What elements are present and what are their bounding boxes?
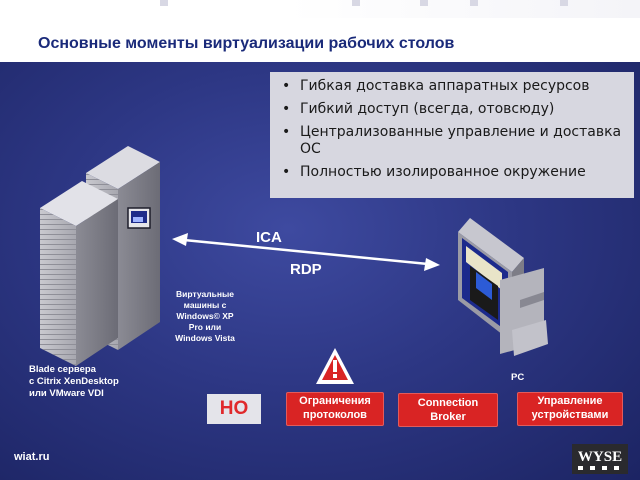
button-label-line: Ограничения — [299, 395, 371, 407]
slide-title: Основные моменты виртуализации рабочих с… — [38, 35, 455, 52]
bullet-list-box: Гибкая доставка аппаратных ресурсов Гибк… — [270, 72, 634, 198]
blade-label-line: Blade сервера — [29, 364, 96, 375]
button-label-line: Управление — [537, 395, 603, 407]
blade-label-line: с Citrix XenDesktop — [29, 376, 119, 387]
double-arrow-icon — [172, 233, 440, 271]
bullet-item: Полностью изолированное окружение — [282, 164, 626, 181]
bullet-item: Гибкий доступ (всегда, отовсюду) — [282, 101, 626, 118]
button-label-line: Broker — [430, 411, 466, 423]
button-label-line: устройствами — [531, 409, 609, 421]
wyse-logo: WYSE — [572, 444, 628, 474]
no-label: НО — [207, 394, 261, 424]
blade-label-line: или VMware VDI — [29, 388, 104, 399]
vm-label-line: машины с — [183, 300, 227, 310]
bullet-list: Гибкая доставка аппаратных ресурсов Гибк… — [270, 72, 634, 181]
vm-label: Виртуальные машины с Windows© XP Pro или… — [160, 289, 250, 344]
header-decoration — [0, 0, 640, 18]
vm-label-line: Windows Vista — [175, 333, 235, 343]
protocol-limits-button[interactable]: Ограничения протоколов — [286, 392, 384, 426]
blade-server-label: Blade сервера с Citrix XenDesktop или VM… — [29, 364, 119, 400]
bullet-item: Гибкая доставка аппаратных ресурсов — [282, 78, 626, 95]
vm-monitor-icon — [127, 207, 151, 229]
server-rack-icon — [40, 181, 118, 366]
bullet-item: Централизованные управление и доставка О… — [282, 124, 626, 158]
footer-url[interactable]: wiat.ru — [14, 451, 50, 463]
connection-broker-button[interactable]: Connection Broker — [398, 393, 498, 427]
pc-label: PC — [511, 372, 525, 383]
svg-text:WYSE: WYSE — [578, 449, 622, 465]
vm-label-line: Pro или — [188, 322, 222, 332]
rdp-label: RDP — [290, 261, 322, 278]
button-label-line: Connection — [417, 397, 479, 409]
pc-icon — [458, 218, 548, 356]
button-label-line: протоколов — [303, 409, 367, 421]
vm-label-line: Виртуальные — [176, 289, 234, 299]
ica-label: ICA — [256, 229, 282, 246]
vm-label-line: Windows© XP — [176, 311, 234, 321]
device-management-button[interactable]: Управление устройствами — [517, 392, 623, 426]
warning-icon — [316, 348, 354, 384]
